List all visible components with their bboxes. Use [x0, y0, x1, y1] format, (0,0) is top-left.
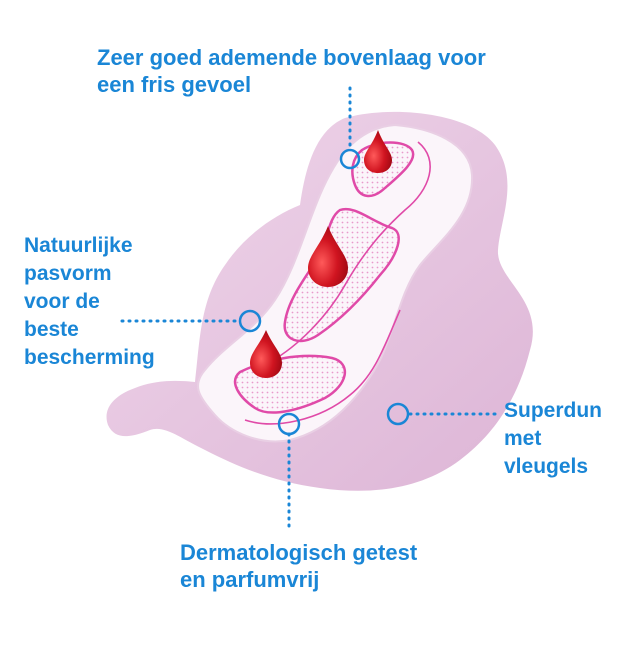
- callout-ultra-thin-wings: Superdun met vleugels: [504, 399, 602, 478]
- callout-dermatologically-tested: Dermatologisch getest en parfumvrij: [180, 540, 418, 592]
- callout-marker-icon: [238, 309, 262, 333]
- callout-marker-icon: [339, 148, 361, 170]
- callout-marker-icon: [386, 402, 410, 426]
- blood-drop-icon: [308, 226, 348, 287]
- callout-natural-fit: Natuurlijke pasvorm voor de beste besche…: [24, 234, 155, 369]
- blood-drop-icon: [250, 330, 282, 378]
- callout-breathable-top-layer: Zeer goed ademende bovenlaag voor een fr…: [97, 45, 486, 97]
- blood-drop-icon: [364, 130, 392, 173]
- pad-channel-line: [244, 309, 401, 425]
- pad-channel-line: [269, 141, 431, 363]
- callout-marker-icon: [277, 412, 301, 436]
